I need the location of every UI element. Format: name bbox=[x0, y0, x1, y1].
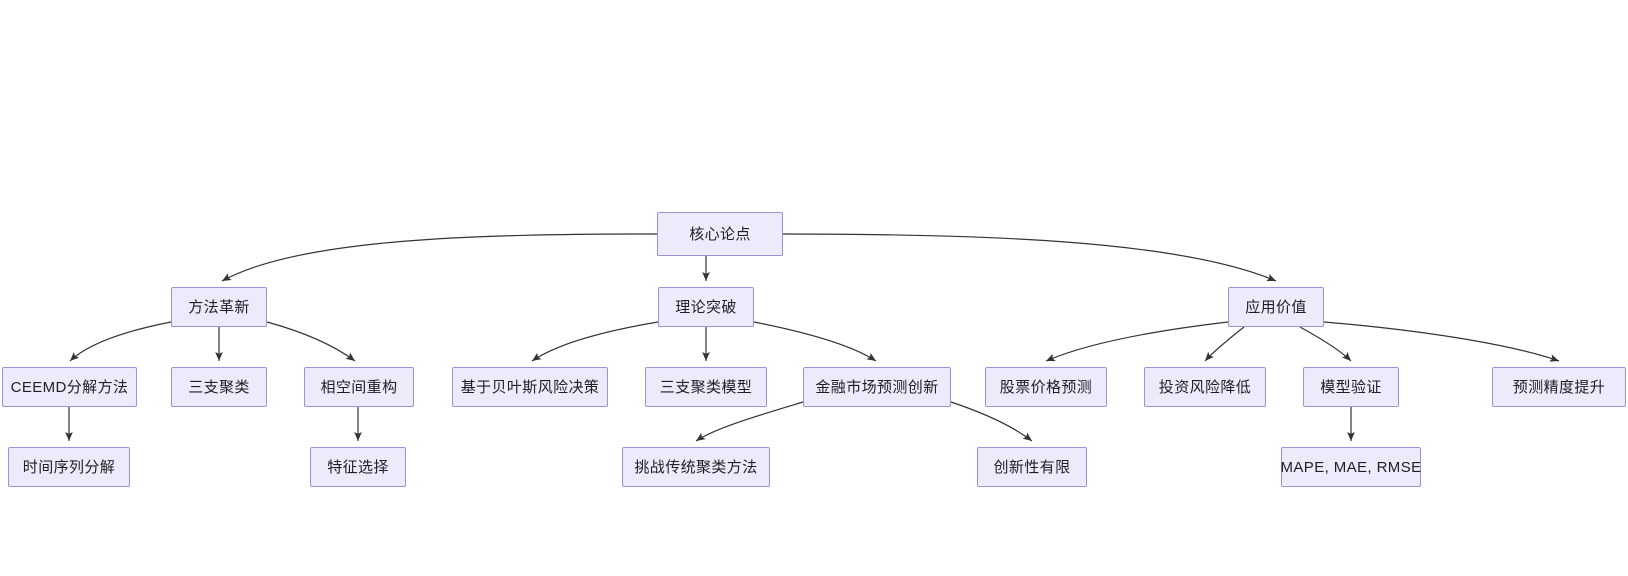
node-label: 方法革新 bbox=[188, 298, 250, 316]
node-l2b[interactable]: 三支聚类 bbox=[171, 367, 267, 407]
node-l2a[interactable]: CEEMD分解方法 bbox=[2, 367, 137, 407]
node-label: MAPE, MAE, RMSE bbox=[1280, 458, 1422, 476]
node-label: 理论突破 bbox=[675, 298, 737, 316]
node-l2e[interactable]: 三支聚类模型 bbox=[645, 367, 767, 407]
node-label: 相空间重构 bbox=[320, 378, 398, 396]
node-label: 金融市场预测创新 bbox=[815, 378, 939, 396]
node-label: 特征选择 bbox=[327, 458, 389, 476]
node-label: 挑战传统聚类方法 bbox=[634, 458, 758, 476]
node-l3b[interactable]: 特征选择 bbox=[310, 447, 406, 487]
node-label: 创新性有限 bbox=[993, 458, 1071, 476]
node-label: 股票价格预测 bbox=[999, 378, 1093, 396]
edge-l2f-to-l3d bbox=[950, 401, 1033, 442]
node-label: CEEMD分解方法 bbox=[10, 378, 129, 396]
edge-l1b-to-l2f bbox=[753, 321, 877, 362]
node-l3a[interactable]: 时间序列分解 bbox=[8, 447, 130, 487]
node-l3e[interactable]: MAPE, MAE, RMSE bbox=[1280, 447, 1422, 487]
edge-l1c-to-l2g bbox=[1045, 321, 1229, 362]
node-l1c[interactable]: 应用价值 bbox=[1228, 287, 1324, 327]
node-l1b[interactable]: 理论突破 bbox=[658, 287, 754, 327]
node-l3c[interactable]: 挑战传统聚类方法 bbox=[622, 447, 770, 487]
edge-root-to-l1a bbox=[221, 233, 658, 282]
node-label: 三支聚类 bbox=[188, 378, 250, 396]
node-root[interactable]: 核心论点 bbox=[657, 212, 783, 256]
node-label: 三支聚类模型 bbox=[659, 378, 753, 396]
node-label: 基于贝叶斯风险决策 bbox=[460, 378, 600, 396]
node-l2i[interactable]: 模型验证 bbox=[1303, 367, 1399, 407]
node-l2g[interactable]: 股票价格预测 bbox=[985, 367, 1107, 407]
edge-l1a-to-l2a bbox=[69, 321, 172, 362]
node-label: 时间序列分解 bbox=[22, 458, 116, 476]
node-l1a[interactable]: 方法革新 bbox=[171, 287, 267, 327]
edge-l1b-to-l2d bbox=[531, 321, 659, 362]
node-label: 应用价值 bbox=[1245, 298, 1307, 316]
node-label: 投资风险降低 bbox=[1158, 378, 1252, 396]
node-l2d[interactable]: 基于贝叶斯风险决策 bbox=[452, 367, 608, 407]
node-l3d[interactable]: 创新性有限 bbox=[977, 447, 1087, 487]
node-l2j[interactable]: 预测精度提升 bbox=[1492, 367, 1626, 407]
edge-l1c-to-l2i bbox=[1299, 326, 1352, 362]
edge-l1c-to-l2h bbox=[1204, 326, 1245, 362]
edge-l2f-to-l3c bbox=[695, 401, 804, 442]
node-l2c[interactable]: 相空间重构 bbox=[304, 367, 414, 407]
edge-l1c-to-l2j bbox=[1323, 321, 1560, 362]
node-label: 模型验证 bbox=[1320, 378, 1382, 396]
edge-l1a-to-l2c bbox=[266, 321, 356, 362]
edge-root-to-l1c bbox=[782, 233, 1277, 282]
node-label: 核心论点 bbox=[689, 225, 751, 243]
node-l2f[interactable]: 金融市场预测创新 bbox=[803, 367, 951, 407]
node-label: 预测精度提升 bbox=[1512, 378, 1606, 396]
node-l2h[interactable]: 投资风险降低 bbox=[1144, 367, 1266, 407]
